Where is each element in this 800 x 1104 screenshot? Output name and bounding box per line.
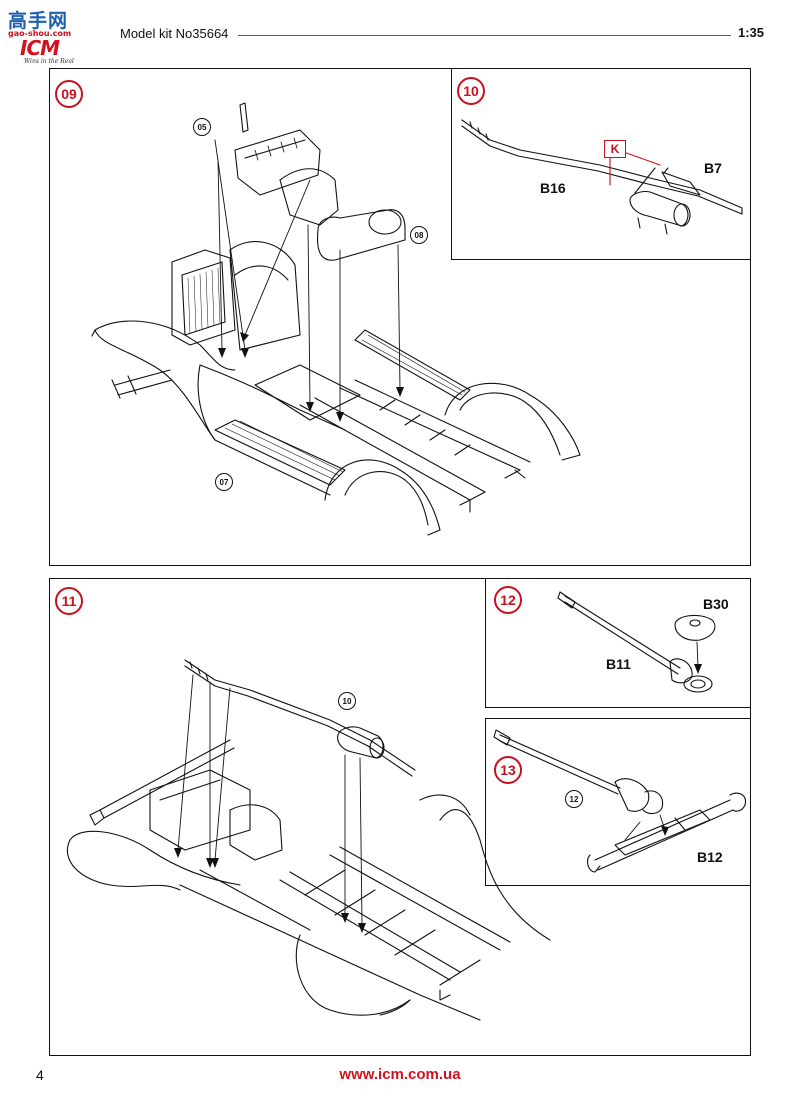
step-09-ref-07: 07	[215, 473, 233, 491]
site-logo: 高手网 gao-shou.com ICM Wins in the Real	[6, 6, 98, 68]
page-number: 4	[36, 1067, 44, 1083]
step-13-badge: 13	[494, 756, 522, 784]
step-13-ref-12: 12	[565, 790, 583, 808]
step-11-chassis-drawing	[66, 659, 551, 1021]
step-09-ref-08: 08	[410, 226, 428, 244]
model-kit-title: Model kit No35664	[120, 26, 229, 41]
paint-code-k: K	[604, 140, 626, 158]
step-10-panel	[451, 68, 751, 260]
footer-url-link[interactable]: www.icm.com.ua	[339, 1066, 461, 1083]
site-logo-url: gao-shou.com	[8, 29, 72, 38]
step-13-rear-axle-drawing	[493, 729, 747, 873]
step-09-badge: 09	[55, 80, 83, 108]
part-label-b16: B16	[540, 180, 566, 196]
step-11-badge: 11	[55, 587, 83, 615]
brand-logo: ICM	[20, 36, 60, 60]
site-logo-text: 高手网	[8, 10, 69, 32]
part-label-b12: B12	[697, 849, 723, 865]
step-12-driveshaft-drawing	[557, 591, 716, 693]
step-10-exhaust-drawing	[461, 119, 743, 235]
step-12-badge: 12	[494, 586, 522, 614]
step-13-panel	[485, 718, 751, 886]
part-label-b11: B11	[606, 656, 631, 672]
step-09-ref-05: 05	[193, 118, 211, 136]
step-10-badge: 10	[457, 77, 485, 105]
brand-tagline: Wins in the Real	[24, 58, 74, 65]
scale-label: 1:35	[737, 25, 764, 40]
header-rule	[238, 35, 731, 36]
part-label-b30: B30	[703, 596, 729, 612]
step-12-panel	[485, 578, 751, 708]
step-09-chassis-drawing	[91, 102, 581, 536]
part-label-b7: B7	[704, 160, 722, 176]
step-11-ref-10: 10	[338, 692, 356, 710]
